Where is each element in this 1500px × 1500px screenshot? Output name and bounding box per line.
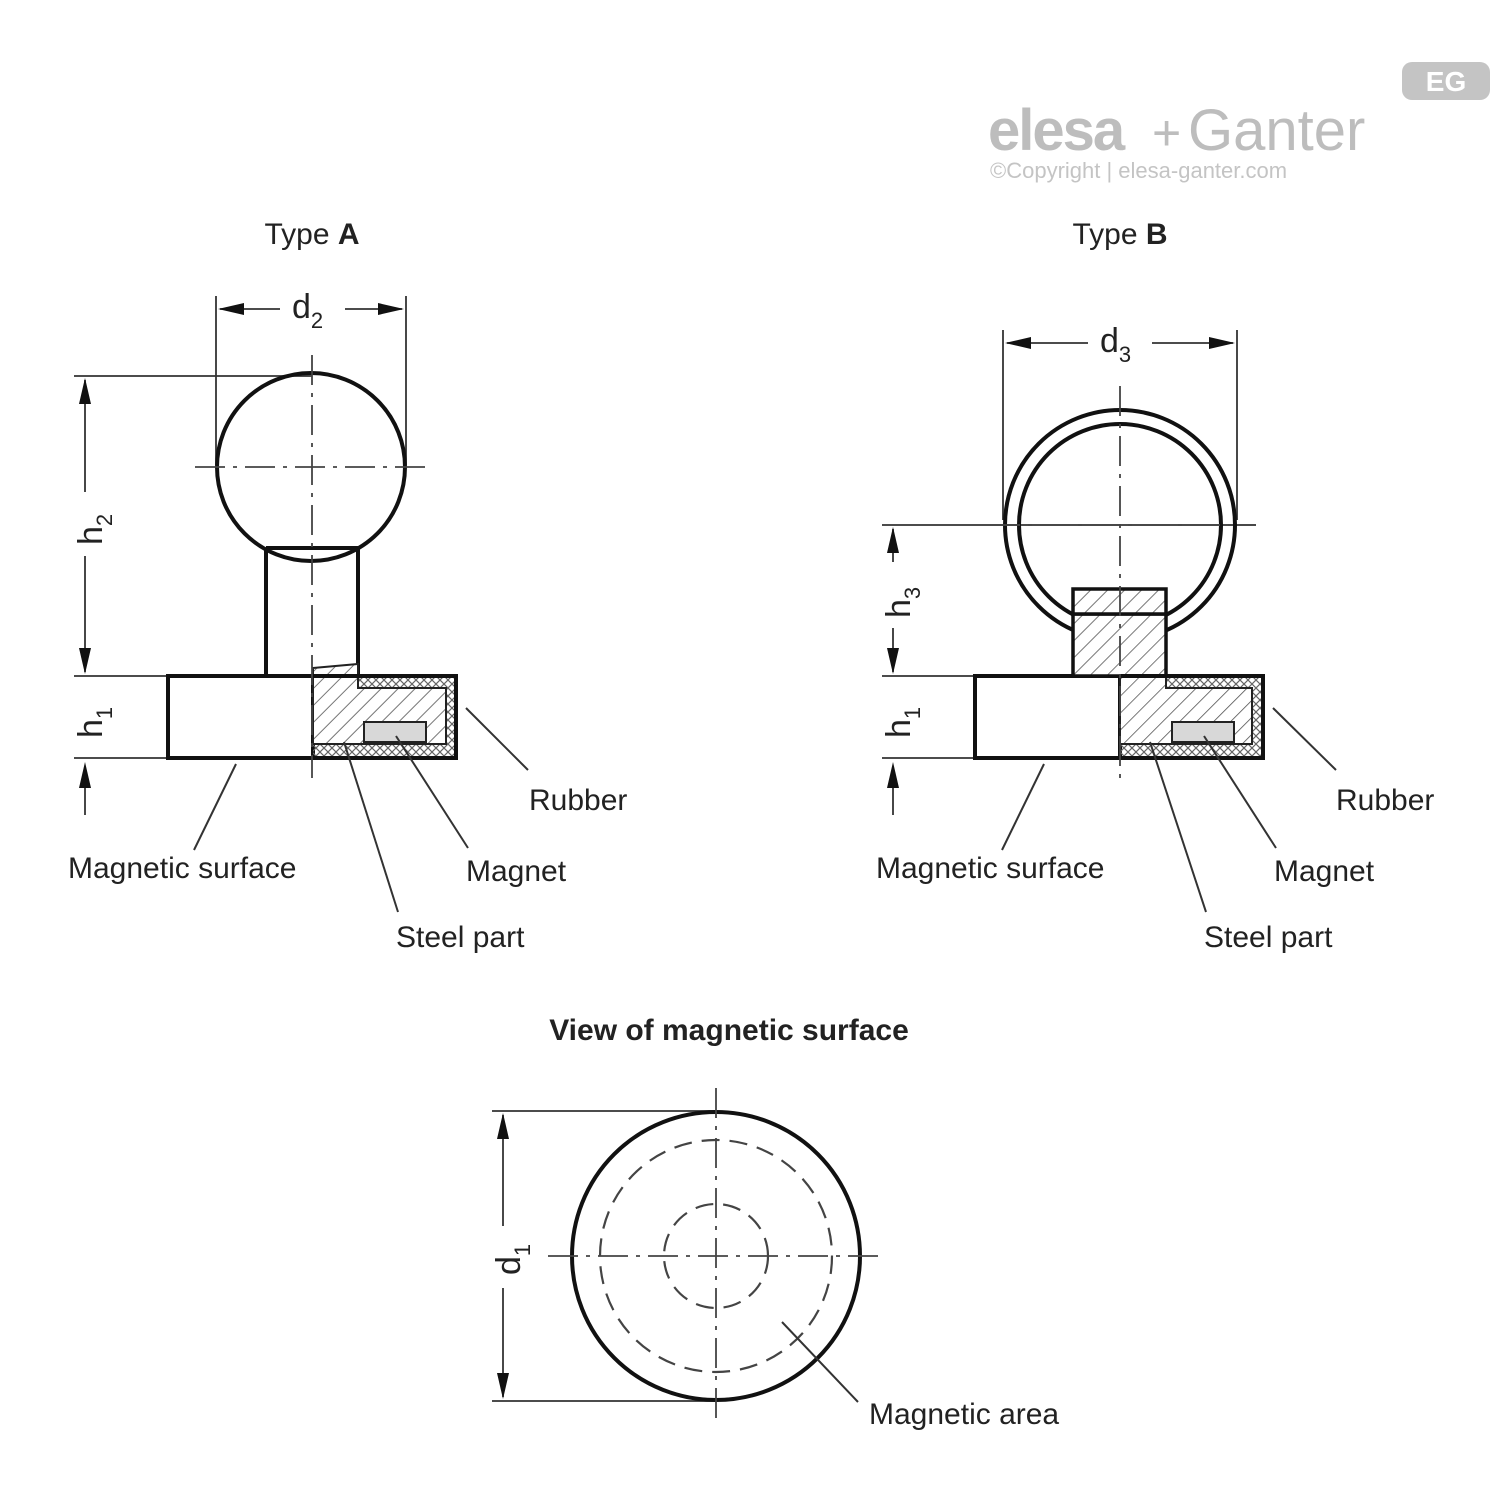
type-a-title: Type A bbox=[264, 218, 359, 251]
type-a-steel-part-label: Steel part bbox=[396, 921, 525, 954]
type-b-magnet bbox=[1171, 721, 1235, 743]
copyright-text: ©Copyright | elesa-ganter.com bbox=[990, 158, 1287, 183]
elesa-ganter-logo: EG elesa + Ganter ©Copyright | elesa-gan… bbox=[988, 62, 1490, 183]
type-a-h1-label: h1 bbox=[72, 707, 117, 738]
type-b-magnet-label: Magnet bbox=[1274, 855, 1375, 888]
type-a-drawing: Type A d2 h2 h1 bbox=[68, 218, 627, 954]
type-a-magnetic-surface-label: Magnetic surface bbox=[68, 852, 296, 885]
type-a-base bbox=[166, 674, 315, 760]
brand-elesa: elesa bbox=[988, 98, 1126, 163]
brand-ganter: Ganter bbox=[1188, 98, 1365, 163]
type-b-h1-label: h1 bbox=[880, 707, 925, 738]
type-b-drawing: Type B d3 h3 h1 bbox=[876, 218, 1434, 954]
type-b-rubber-label: Rubber bbox=[1336, 784, 1434, 817]
type-a-d2-label: d2 bbox=[292, 288, 323, 333]
type-a-magnet-label: Magnet bbox=[466, 855, 567, 888]
brand-plus: + bbox=[1152, 105, 1181, 161]
type-b-steel-part-label: Steel part bbox=[1204, 921, 1333, 954]
eg-badge: EG bbox=[1402, 62, 1490, 100]
type-a-magnet bbox=[363, 721, 427, 743]
type-b-h3-label: h3 bbox=[880, 587, 925, 618]
magnetic-area-label: Magnetic area bbox=[869, 1398, 1059, 1431]
magnetic-surface-view: View of magnetic surface d1 Magnetic are… bbox=[490, 1014, 1059, 1431]
type-b-d3-label: d3 bbox=[1100, 322, 1131, 367]
type-b-title: Type B bbox=[1072, 218, 1167, 251]
eg-badge-text: EG bbox=[1426, 66, 1466, 97]
type-b-magnetic-surface-label: Magnetic surface bbox=[876, 852, 1104, 885]
view-title: View of magnetic surface bbox=[549, 1014, 909, 1047]
type-a-rubber-label: Rubber bbox=[529, 784, 627, 817]
type-a-h2-label: h2 bbox=[72, 514, 117, 545]
type-b-base bbox=[973, 674, 1122, 760]
view-d1-label: d1 bbox=[490, 1244, 535, 1275]
